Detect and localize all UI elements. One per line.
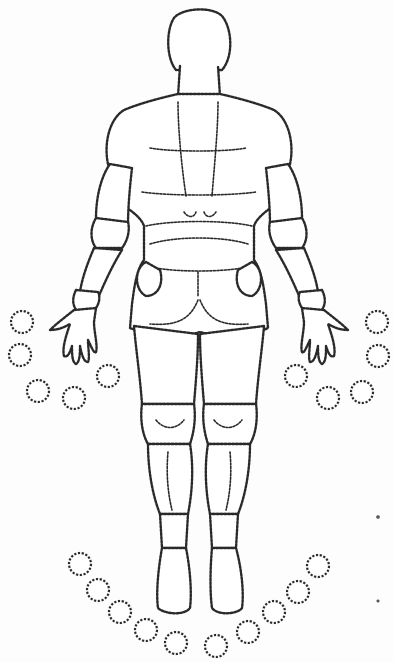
- left-hand-marker: [9, 344, 31, 366]
- left-upper-arm: [96, 164, 132, 226]
- feet-arc-marker: [287, 581, 309, 603]
- right-hand-marker: [317, 387, 339, 409]
- feet-arc-marker: [109, 601, 131, 623]
- feet-arc-marker: [165, 632, 187, 654]
- left-hand: [50, 308, 97, 364]
- feet-arc-marker: [237, 621, 259, 643]
- right-hand-marker: [366, 311, 388, 333]
- right-hand-marker: [367, 345, 389, 367]
- torso: [107, 94, 292, 335]
- left-elbow: [92, 218, 129, 248]
- right-thigh: [200, 326, 264, 404]
- scan-speck: [376, 515, 380, 519]
- right-elbow: [269, 218, 306, 248]
- right-hand: [301, 308, 348, 364]
- right-ankle: [210, 514, 238, 548]
- right-hand-marker: [285, 365, 307, 387]
- right-hand-marker: [351, 381, 373, 403]
- left-foot: [157, 548, 191, 613]
- left-hand-marker: [27, 380, 49, 402]
- right-foot: [211, 548, 243, 613]
- right-upper-arm: [266, 164, 302, 226]
- left-hand-marker: [11, 311, 33, 333]
- feet-arc-marker: [69, 553, 91, 575]
- left-hand-marker: [63, 387, 85, 409]
- scan-speck: [377, 600, 380, 603]
- feet-arc-marker: [307, 555, 329, 577]
- marker-circles: [9, 311, 389, 657]
- right-knee: [203, 404, 257, 444]
- left-thigh: [134, 326, 198, 404]
- neck: [178, 66, 220, 96]
- feet-arc-marker: [205, 635, 227, 657]
- feet-arc-marker: [135, 619, 157, 641]
- left-hand-marker: [97, 365, 119, 387]
- left-ankle: [160, 514, 188, 548]
- head: [168, 9, 230, 70]
- feet-arc-marker: [87, 579, 109, 601]
- feet-arc-marker: [263, 601, 285, 623]
- left-knee: [141, 404, 195, 444]
